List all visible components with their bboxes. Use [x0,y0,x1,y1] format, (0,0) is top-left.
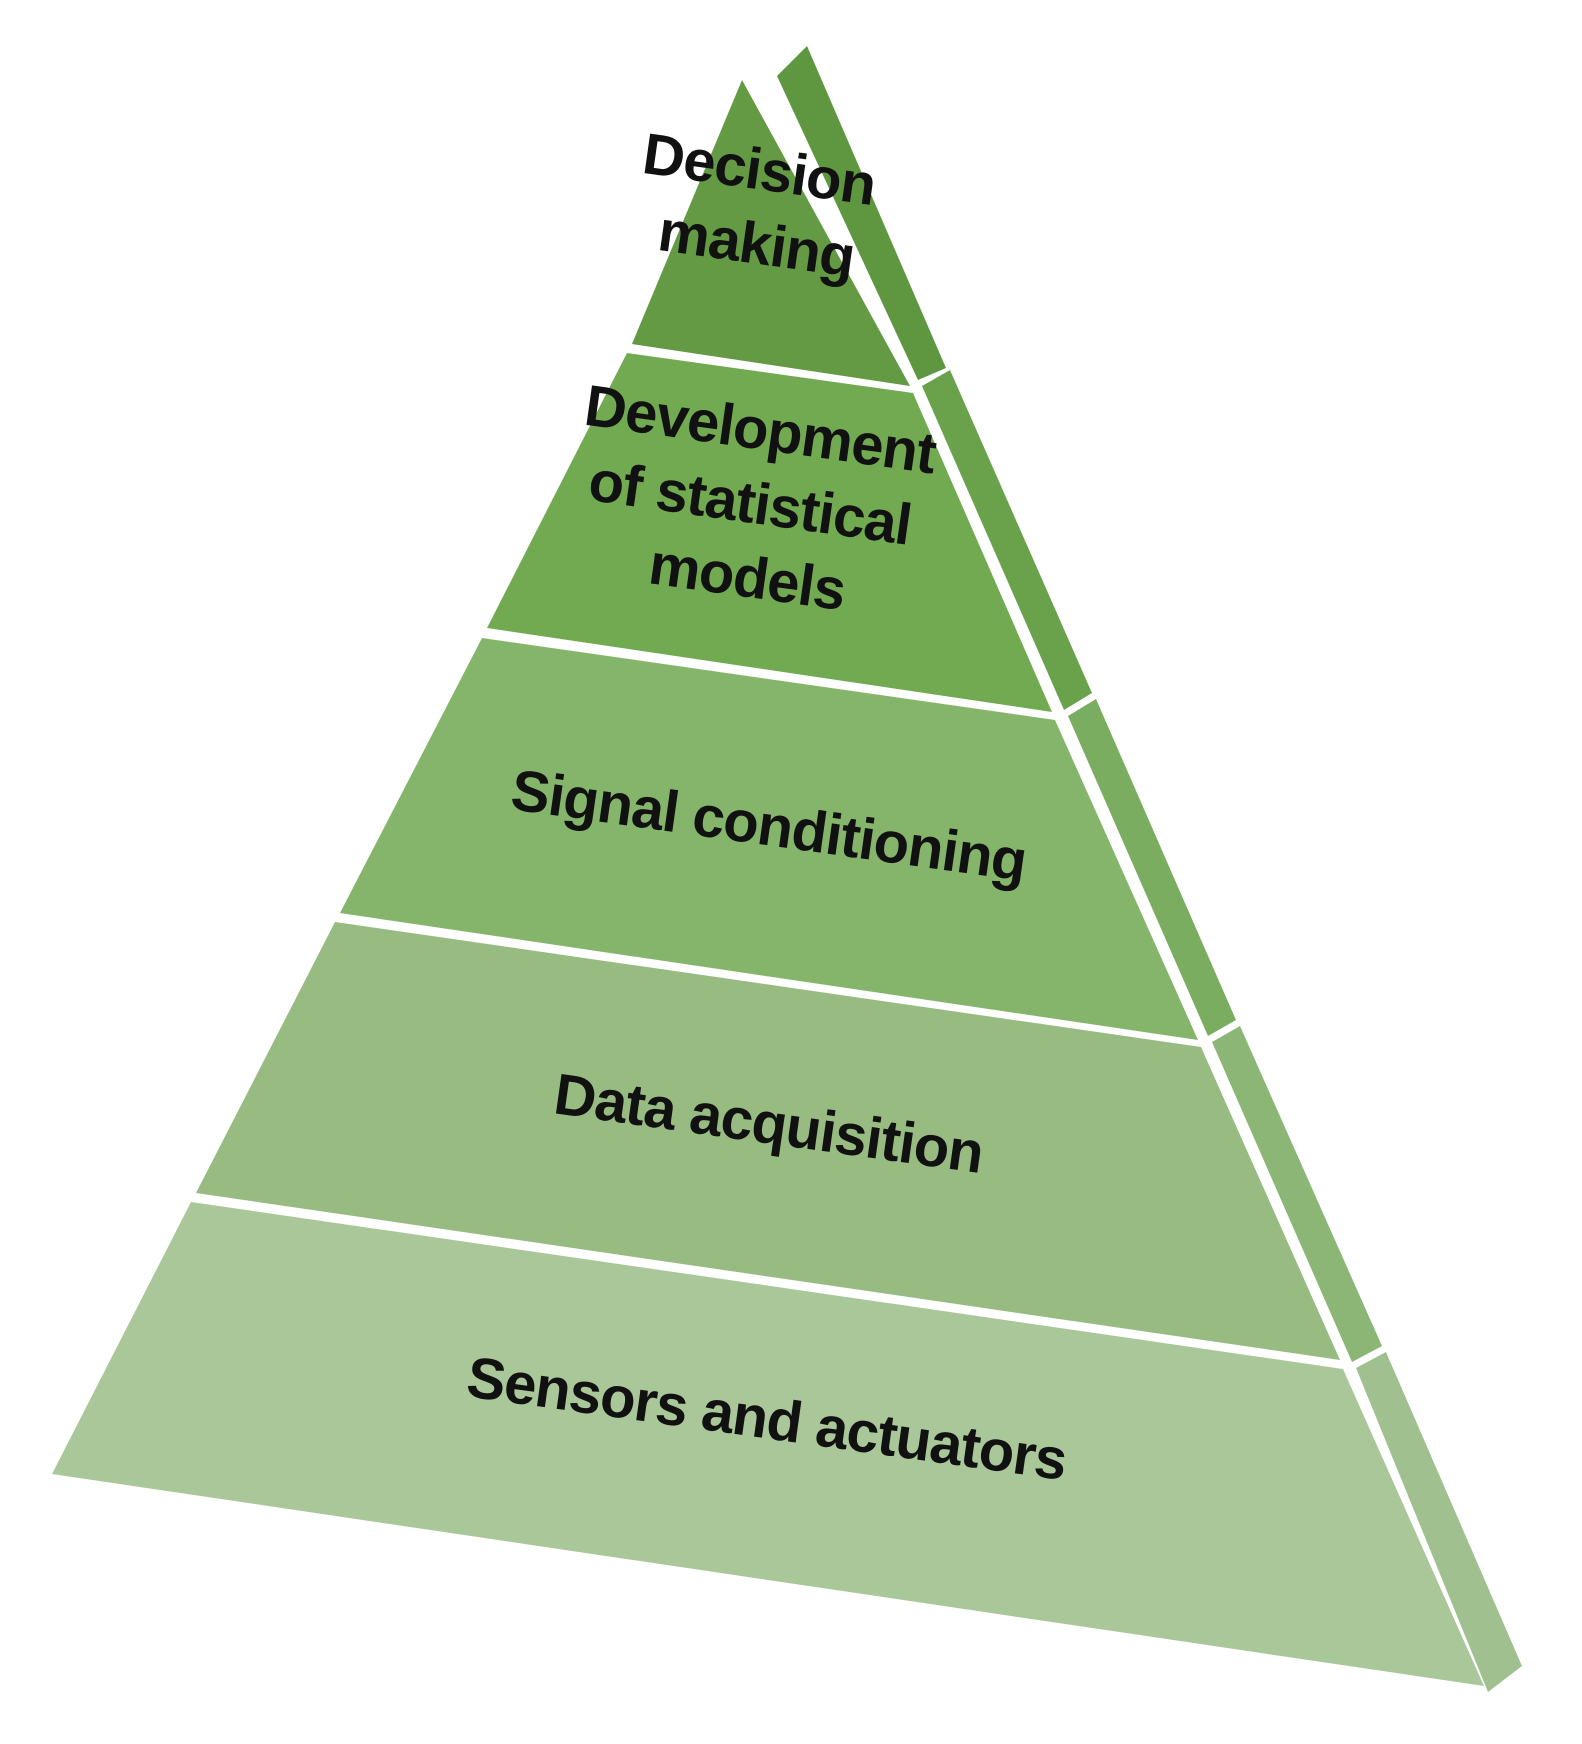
side-face-statistical-models [922,370,1092,710]
layer-sensors-actuators [52,1202,1484,1686]
layer-decision-making [632,80,910,386]
side-face-signal-conditioning [1068,699,1236,1036]
pyramid-front-faces [52,80,1484,1686]
side-face-data-acquisition [1212,1026,1382,1362]
pyramid-side-faces [777,46,1522,1692]
side-face-sensors-actuators [1356,1352,1522,1692]
side-face-decision-making [777,46,946,380]
layer-signal-conditioning [340,638,1198,1040]
layer-data-acquisition [196,922,1340,1360]
layer-statistical-models [487,353,1052,712]
